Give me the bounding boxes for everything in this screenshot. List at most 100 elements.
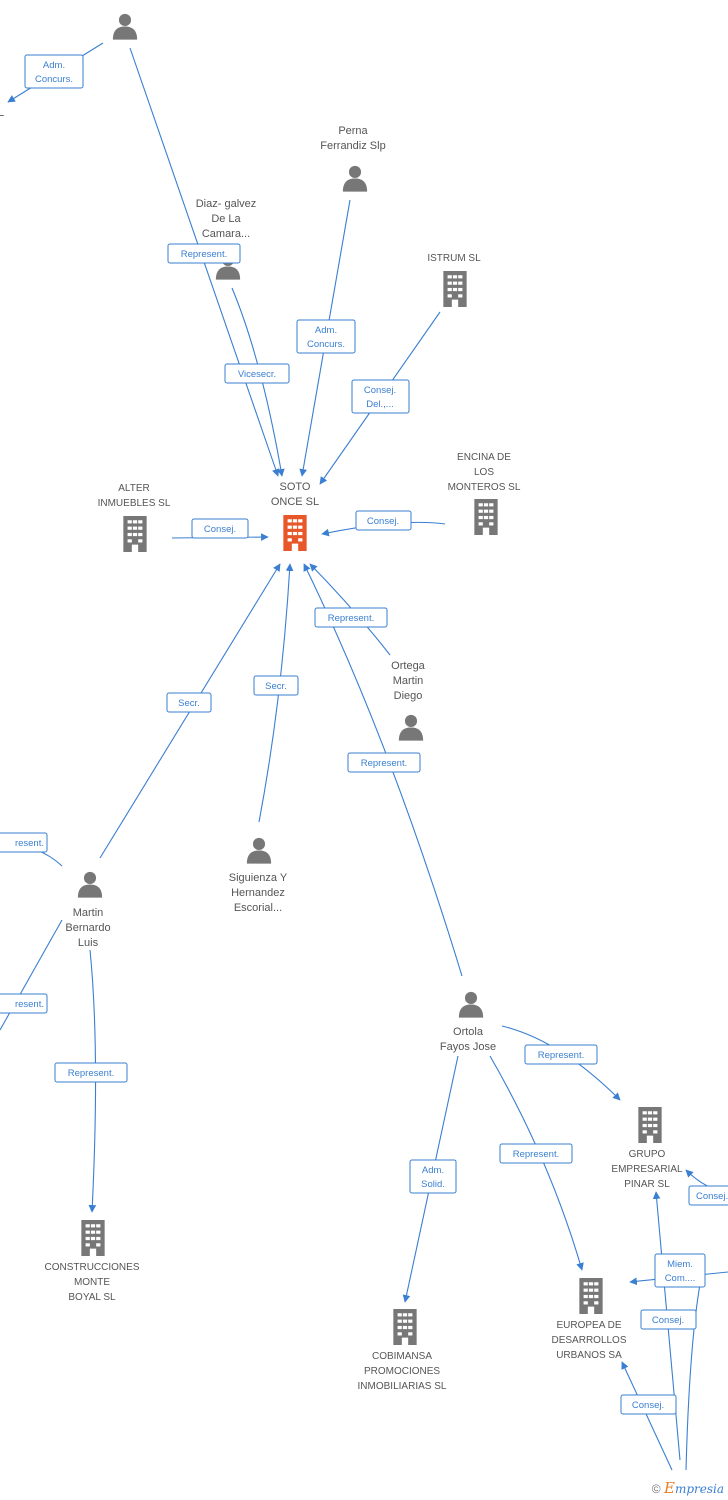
edge-label-consej[interactable]: Consej. xyxy=(191,518,249,539)
edge-label-vicesecr[interactable]: Vicesecr. xyxy=(224,363,290,384)
svg-text:Adm.: Adm. xyxy=(43,60,65,71)
node-label: COBIMANSA xyxy=(372,1351,432,1362)
node-label: Ferrandiz Slp xyxy=(320,140,385,152)
svg-text:Adm.: Adm. xyxy=(422,1165,444,1176)
person-icon xyxy=(77,871,103,898)
center-node-soto-once[interactable]: SOTO ONCE SL xyxy=(271,481,319,551)
edge-label-miem-com[interactable]: Miem. Com.... xyxy=(654,1253,706,1288)
svg-text:Represent.: Represent. xyxy=(68,1068,114,1079)
edge-label-consej[interactable]: Consej. xyxy=(640,1309,697,1330)
building-icon xyxy=(283,515,307,551)
center-label: SOTO xyxy=(280,481,311,493)
svg-text:Consej.: Consej. xyxy=(364,385,396,396)
company-node-europea[interactable]: EUROPEA DE DESARROLLOS URBANOS SA xyxy=(551,1278,627,1361)
node-label: MONTEROS SL xyxy=(448,482,521,493)
edge-label-adm-concurs[interactable]: Adm. Concurs. xyxy=(296,319,356,354)
company-node-construcciones[interactable]: CONSTRUCCIONES MONTE BOYAL SL xyxy=(44,1220,140,1303)
company-node-grupo[interactable]: GRUPO EMPRESARIAL PINAR SL xyxy=(611,1107,683,1190)
nodes: L Perna Ferrandiz Slp Diaz- galvez De La… xyxy=(0,13,683,1392)
svg-text:Consej.: Consej. xyxy=(696,1191,728,1202)
edge-label-represent[interactable]: Represent. xyxy=(167,243,241,264)
node-label: CONSTRUCCIONES xyxy=(44,1262,139,1273)
edge-label-represent[interactable]: Represent. xyxy=(314,607,388,628)
edge-label-consej-partial[interactable]: Consej. xyxy=(688,1185,728,1206)
edge-label-represent-partial[interactable]: resent. xyxy=(0,832,48,853)
svg-text:Consej.: Consej. xyxy=(652,1315,684,1326)
node-label: Fayos Jose xyxy=(440,1041,496,1053)
node-label: Luis xyxy=(78,937,99,949)
building-icon xyxy=(123,516,147,552)
node-label: INMOBILIARIAS SL xyxy=(358,1381,447,1392)
node-label: De La xyxy=(211,213,241,225)
person-icon xyxy=(342,165,368,192)
node-label: INMUEBLES SL xyxy=(98,498,171,509)
edge-label-consej[interactable]: Consej. xyxy=(355,510,412,531)
person-node-martin[interactable]: Martin Bernardo Luis xyxy=(65,871,111,949)
building-icon xyxy=(443,271,467,307)
node-label: PINAR SL xyxy=(624,1179,670,1190)
node-label: DESARROLLOS xyxy=(551,1335,626,1346)
building-icon xyxy=(638,1107,662,1143)
node-label: Escorial... xyxy=(234,902,282,914)
svg-text:Concurs.: Concurs. xyxy=(307,339,345,350)
company-node-istrum[interactable]: ISTRUM SL xyxy=(427,253,481,307)
node-label: GRUPO xyxy=(629,1149,666,1160)
person-node-diaz[interactable]: Diaz- galvez De La Camara... xyxy=(196,198,257,280)
person-icon xyxy=(458,991,484,1018)
node-label: Diaz- galvez xyxy=(196,198,257,210)
edge-labels: Adm. Concurs. Represent. Vicesecr. Adm. … xyxy=(0,54,728,1415)
node-label: ISTRUM SL xyxy=(427,253,481,264)
person-icon xyxy=(246,837,272,864)
node-label: Martin xyxy=(393,675,424,687)
edge-label-represent[interactable]: Represent. xyxy=(499,1143,573,1164)
building-icon xyxy=(81,1220,105,1256)
node-label: Martin xyxy=(73,907,104,919)
person-node-perna[interactable]: Perna Ferrandiz Slp xyxy=(320,125,386,192)
svg-text:Represent.: Represent. xyxy=(361,758,407,769)
edge-label-adm-solid[interactable]: Adm. Solid. xyxy=(409,1159,457,1194)
company-node-encina[interactable]: ENCINA DE LOS MONTEROS SL xyxy=(448,452,521,535)
edge-label-represent-partial[interactable]: resent. xyxy=(0,993,48,1014)
person-node-top[interactable] xyxy=(112,13,138,40)
node-label: BOYAL SL xyxy=(68,1292,116,1303)
company-node-alter[interactable]: ALTER INMUEBLES SL xyxy=(98,483,171,552)
edge-label-adm-concurs[interactable]: Adm. Concurs. xyxy=(24,54,84,89)
svg-text:Represent.: Represent. xyxy=(538,1050,584,1061)
edge-label-consej[interactable]: Consej. xyxy=(620,1394,677,1415)
node-label: PROMOCIONES xyxy=(364,1366,440,1377)
svg-text:Consej.: Consej. xyxy=(204,524,236,535)
node-label: ALTER xyxy=(118,483,150,494)
edge-label-secr[interactable]: Secr. xyxy=(166,692,212,713)
node-label: Siguienza Y xyxy=(229,872,288,884)
edge-label-represent[interactable]: Represent. xyxy=(347,752,421,773)
svg-text:resent.: resent. xyxy=(15,999,44,1010)
node-label: L xyxy=(0,107,4,119)
node-label: EUROPEA DE xyxy=(556,1320,621,1331)
node-label: Camara... xyxy=(202,228,250,240)
svg-text:Represent.: Represent. xyxy=(181,249,227,260)
edge-label-represent[interactable]: Represent. xyxy=(54,1062,128,1083)
copyright-symbol: © xyxy=(651,1482,661,1496)
person-node-siguienza[interactable]: Siguienza Y Hernandez Escorial... xyxy=(229,837,288,914)
node-label: Ortega xyxy=(391,660,426,672)
svg-text:Consej.: Consej. xyxy=(367,516,399,527)
edge-label-represent[interactable]: Represent. xyxy=(524,1044,598,1065)
node-label: URBANOS SA xyxy=(556,1350,622,1361)
person-node-ortega[interactable]: Ortega Martin Diego xyxy=(391,660,426,741)
svg-text:Adm.: Adm. xyxy=(315,325,337,336)
edge-label-consej-del[interactable]: Consej. Del.,... xyxy=(351,379,410,414)
node-label: Perna xyxy=(338,125,368,137)
node-label: ENCINA DE xyxy=(457,452,511,463)
person-node-ortola[interactable]: Ortola Fayos Jose xyxy=(440,991,496,1053)
svg-text:Miem.: Miem. xyxy=(667,1259,693,1270)
svg-text:Del.,...: Del.,... xyxy=(366,399,393,410)
node-label: Hernandez xyxy=(231,887,285,899)
node-label: Diego xyxy=(394,690,423,702)
brand-logo-letter: E xyxy=(663,1479,675,1497)
edge-label-secr[interactable]: Secr. xyxy=(253,675,299,696)
company-node-cobimansa[interactable]: COBIMANSA PROMOCIONES INMOBILIARIAS SL xyxy=(358,1309,447,1392)
person-icon xyxy=(398,714,424,741)
building-icon xyxy=(393,1309,417,1345)
brand-logo-text: mpresia xyxy=(674,1482,724,1496)
